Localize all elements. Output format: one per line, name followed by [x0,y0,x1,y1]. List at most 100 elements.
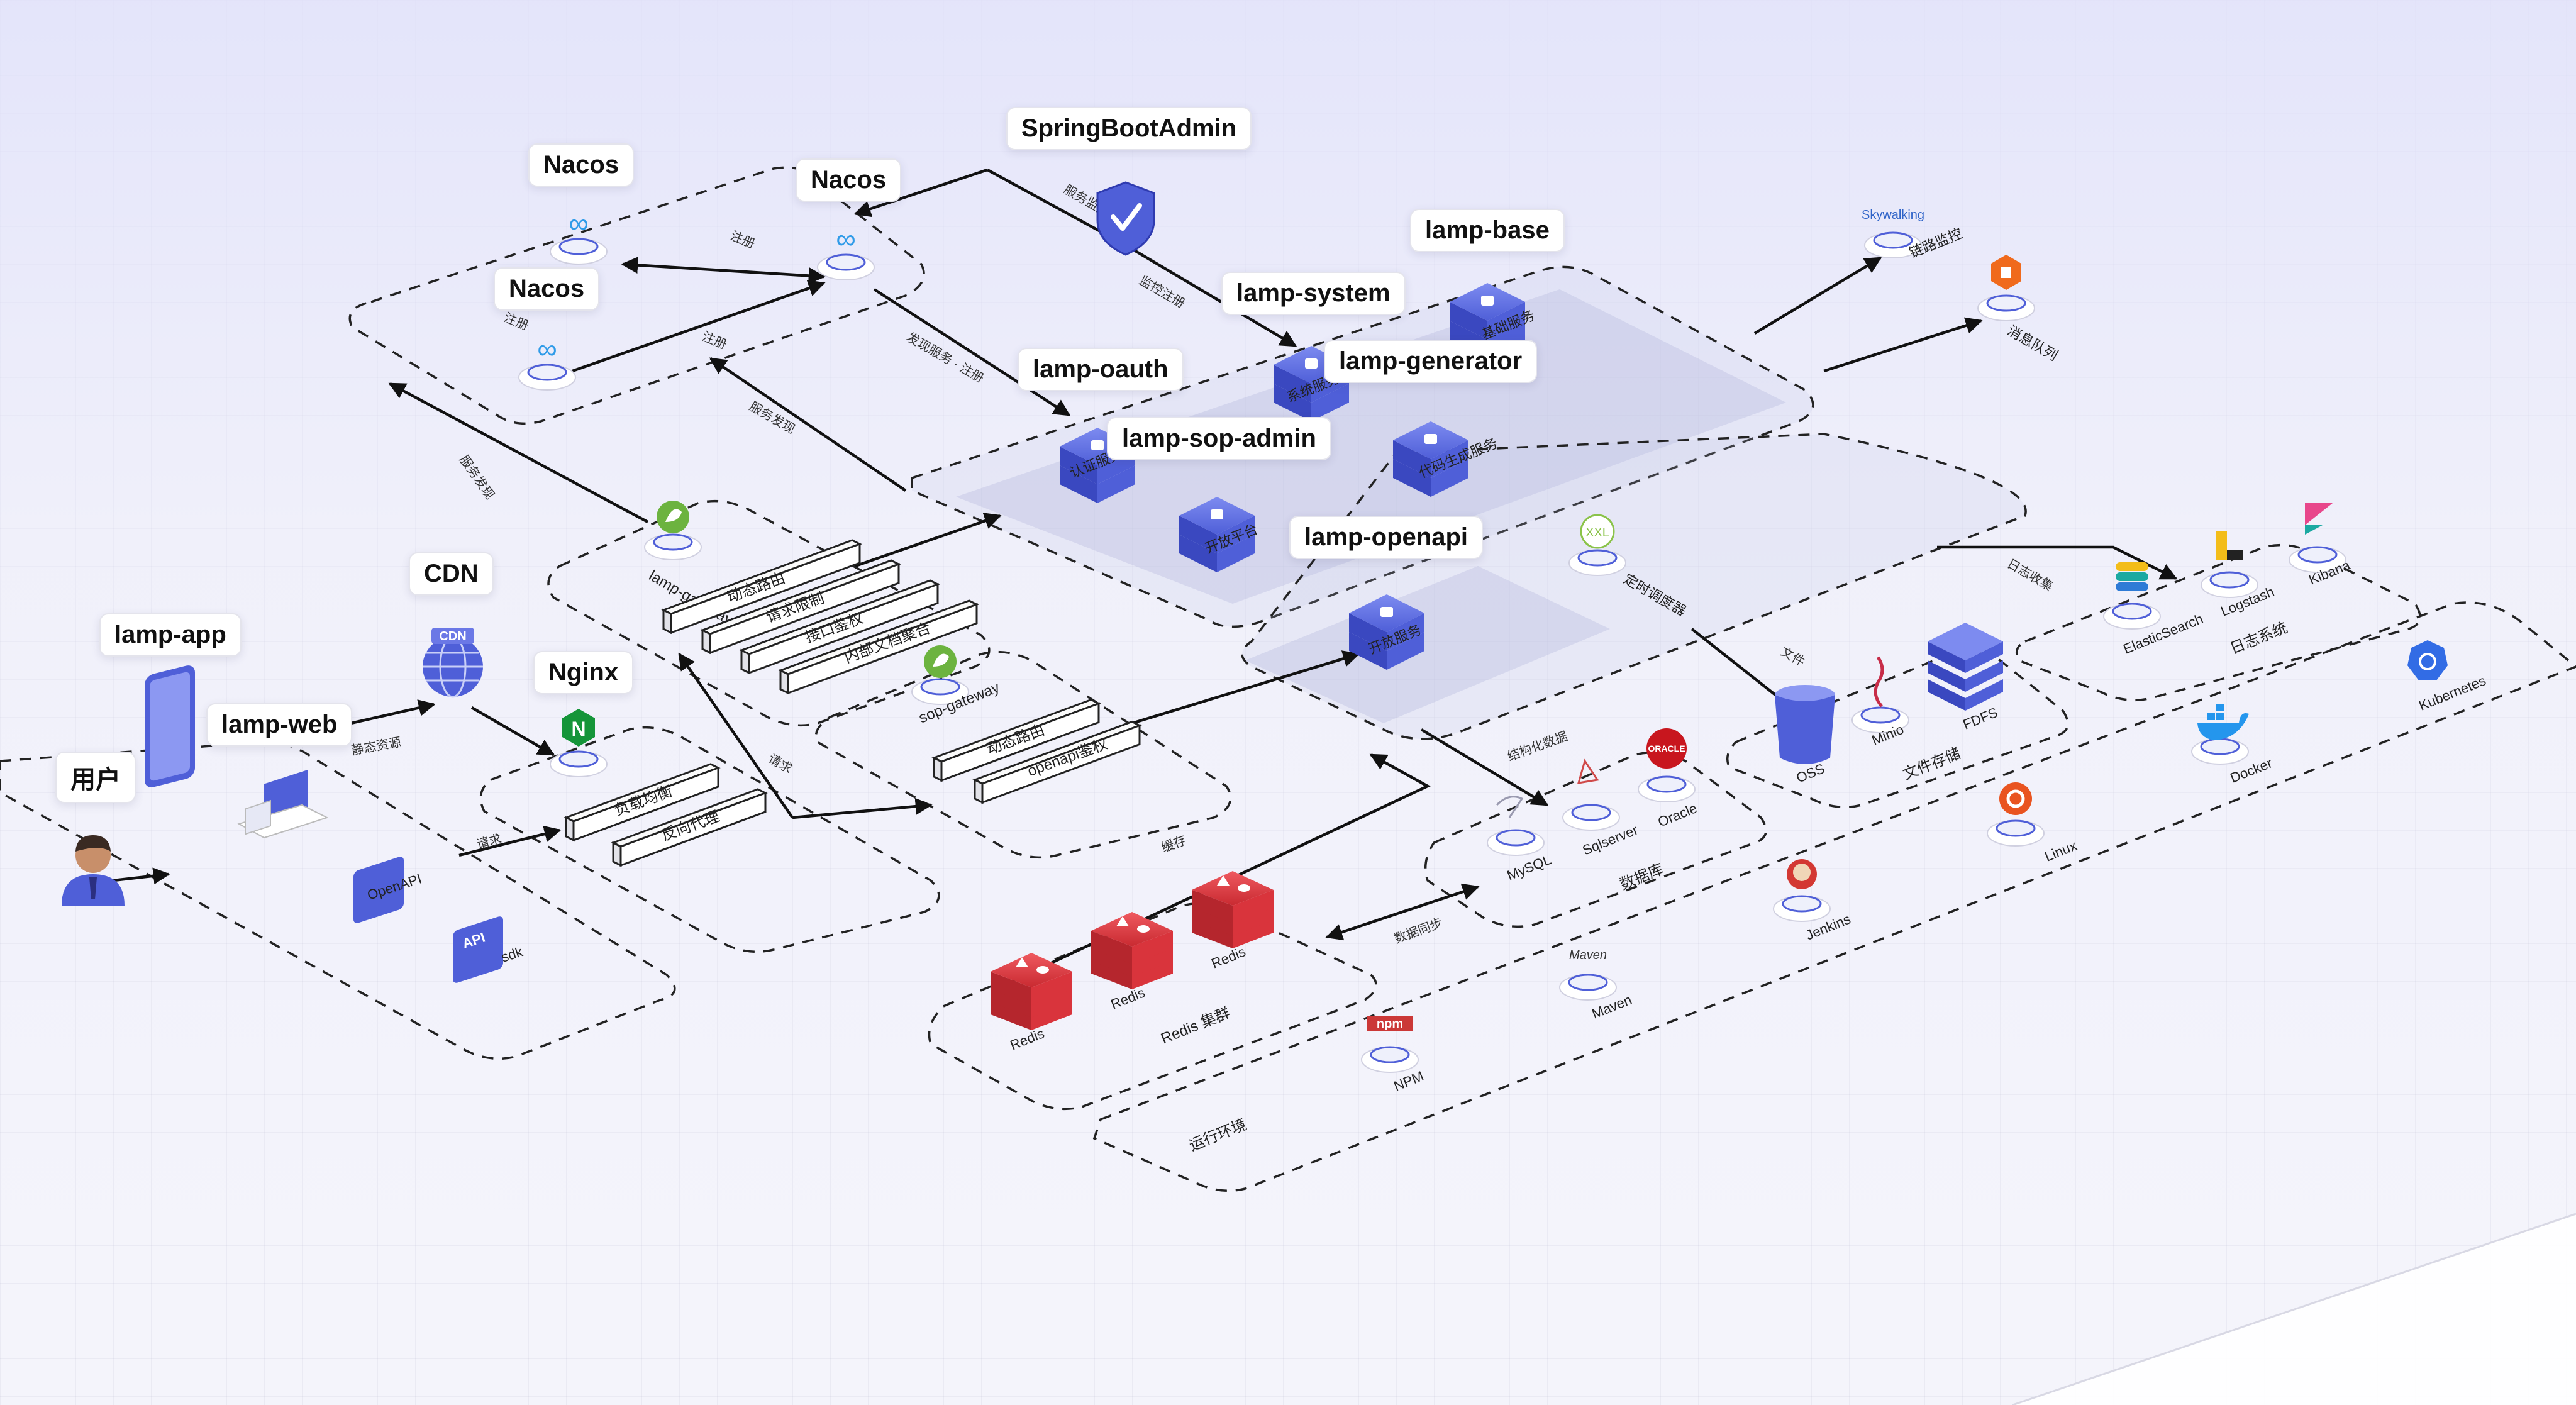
nginx-node[interactable]: N [550,709,608,777]
edge-label-register-2: 注册 [502,310,531,333]
logstash-icon [2216,531,2243,560]
redis-node-label: Redis [1008,1025,1047,1053]
minio-node[interactable]: Minio [1852,656,1909,748]
fdfs-node[interactable]: FDFS [1928,623,2003,733]
api-card-icon [453,916,503,983]
shield-icon [1096,181,1155,256]
kibana-icon [2305,503,2333,535]
edge-label-data-sync: 数据同步 [1392,916,1445,947]
kubernetes-node[interactable]: Kubernetes [2407,640,2488,714]
edge-label-static-resource: 静态资源 [350,735,402,758]
docker-node[interactable]: Docker [2191,704,2274,786]
callout-nacos-1: Nacos [528,143,635,187]
callout-lamp-sop-admin: lamp-sop-admin [1107,417,1331,460]
openapi-group-region [1241,433,2027,740]
redis-node-label: Redis [1209,943,1248,971]
oracle-node[interactable]: ORACLE Oracle [1638,728,1699,830]
arrow-nacos-cluster-right [572,280,826,373]
arrow-nacos-bidirectional [621,257,826,284]
redis-node[interactable]: Redis [991,953,1072,1053]
callout-lamp-openapi: lamp-openapi [1289,516,1484,559]
svg-text:N: N [571,718,586,740]
xxl-icon [1580,514,1615,549]
arrow-redis-to-openapi [1012,753,1431,983]
edge-label-log-collect: 日志收集 [2005,556,2056,594]
edge-label-structured-data: 结构化数据 [1506,729,1570,764]
arrow-services-discover [709,357,907,492]
arrow-services-to-skywalking [1753,257,1882,335]
nginx-item: 反向代理 [611,788,768,867]
callout-user: 用户 [55,752,136,803]
linux-node[interactable]: Linux [1987,782,2079,865]
nacos-node-1[interactable]: ∞ [550,208,608,265]
docker-whale-icon [2197,713,2249,740]
svg-text:XXL: XXL [1585,526,1609,540]
nacos-group-region [348,166,925,425]
api-card-icon [353,857,404,923]
oss-node[interactable]: OSS [1775,685,1835,786]
minio-icon [1874,656,1884,708]
message-queue-node[interactable]: 消息队列 [1977,255,2060,364]
lamp-web-node[interactable] [237,769,329,839]
npm-node[interactable]: npm NPM [1361,1016,1426,1094]
redis-star-icon [1016,957,1028,967]
arrow-springbootadmin-to-nacos [853,168,988,218]
sqlserver-node[interactable]: Sqlserver [1562,758,1640,858]
openapi-platform-region [1245,566,1610,723]
jenkins-node[interactable]: Jenkins [1773,859,1853,943]
edge-label-cache: 缓存 [1160,833,1188,855]
redis-group-label: Redis 集群 [1158,1004,1233,1048]
nacos-node-3[interactable]: ∞ [518,334,576,391]
sdk-client-node[interactable]: API sdk [453,915,525,984]
svg-text:CDN: CDN [439,630,466,643]
elasticsearch-node[interactable]: ElasticSearch [2103,562,2206,657]
lamp-gateway-region [547,499,991,727]
redis-node[interactable]: Redis [1091,912,1173,1013]
oracle-icon [1646,728,1687,769]
ground-slab [2012,1213,2576,1405]
user-node[interactable] [62,835,125,906]
callout-lamp-web: lamp-web [206,703,353,747]
edge-label-register-1: 注册 [728,228,757,251]
service-cube-sop-admin[interactable] [1179,497,1255,572]
redis-node[interactable]: Redis [1192,871,1274,972]
maven-logo: Maven [1569,948,1607,962]
skywalking-label: 链路监控 [1907,225,1965,260]
callout-lamp-oauth: lamp-oauth [1018,348,1184,391]
lamp-app-node[interactable] [145,664,195,789]
skywalking-node[interactable]: Skywalking 链路监控 [1862,208,1965,261]
service-cube-openapi[interactable] [1349,594,1424,670]
sop-gateway-node[interactable]: sop-gateway [911,645,1002,727]
callout-lamp-app: lamp-app [99,613,242,657]
linux-label: Linux [2043,838,2079,865]
arrow-redis-db-sync [1325,883,1480,941]
arrow-nginx-to-lamp-gateway [678,652,794,819]
sqlserver-icon [1577,758,1599,784]
services-platform-region [956,289,1786,604]
openapi-client-node[interactable]: OpenAPI [353,855,423,925]
maven-node[interactable]: Maven Maven [1559,948,1634,1022]
nacos-infinity-icon: ∞ [537,334,557,365]
runtime-group-label: 运行环境 [1187,1116,1249,1155]
arrow-client-to-nginx [458,825,562,857]
nginx-group-region [479,726,940,953]
redis-star-icon [1116,916,1129,926]
npm-logo: npm [1377,1017,1403,1031]
logstash-node[interactable]: Logstash [2201,531,2277,619]
mysql-node[interactable]: MySQL [1487,796,1553,884]
cdn-node[interactable]: CDN [423,628,483,698]
service-cube-generator[interactable] [1393,421,1468,497]
mysql-label: MySQL [1505,852,1553,884]
sdk-client-label: sdk [499,943,525,965]
nacos-node-2[interactable]: ∞ [817,224,875,280]
oracle-label: Oracle [1656,800,1699,830]
springbootadmin-node[interactable] [1096,181,1155,256]
logging-group-label: 日志系统 [2228,619,2290,658]
server-stack-icon [1928,623,2003,711]
redis-star-icon [1217,875,1230,886]
kibana-node[interactable]: Kibana [2289,503,2353,588]
